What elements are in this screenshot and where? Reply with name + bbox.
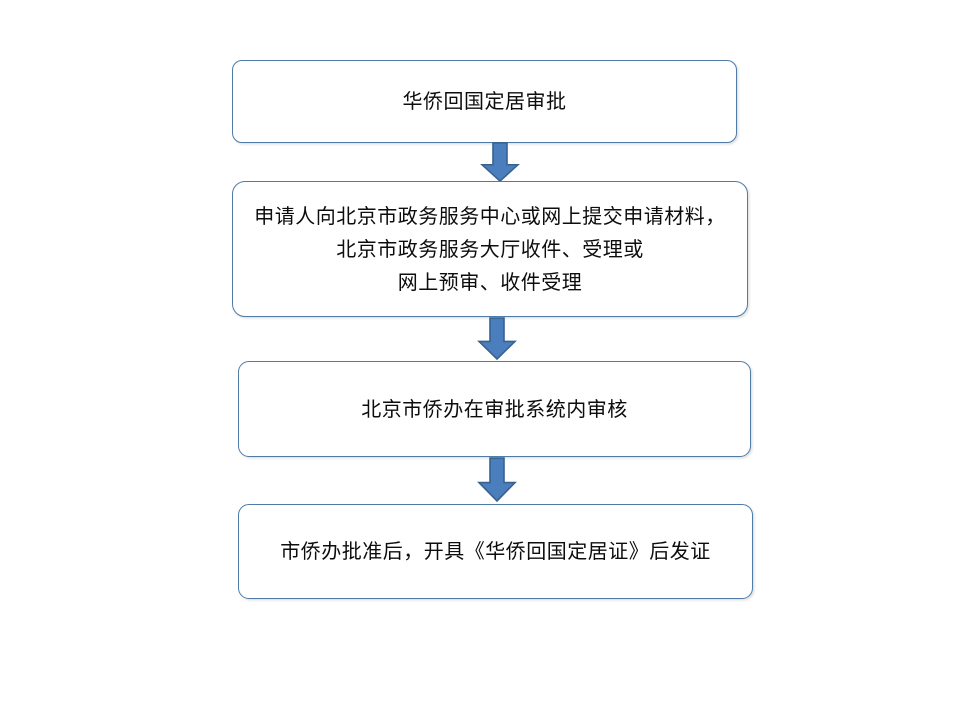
flow-step-title-box: 华侨回国定居审批 [232,60,737,143]
flow-step-issue-box: 市侨办批准后，开具《华侨回国定居证》后发证 [238,504,753,599]
flow-step-text-line: 网上预审、收件受理 [397,269,583,294]
flow-step-text-line: 申请人向北京市政务服务中心或网上提交申请材料， [254,203,726,228]
flow-step-text-line: 北京市政务服务大厅收件、受理或 [336,236,644,261]
down-arrow-icon [477,457,517,502]
flow-step-text: 市侨办批准后，开具《华侨回国定居证》后发证 [280,539,711,563]
down-arrow-icon [480,142,520,182]
flow-step-text: 华侨回国定居审批 [402,89,567,113]
flow-step-submit-box: 申请人向北京市政务服务中心或网上提交申请材料， 北京市政务服务大厅收件、受理或 … [232,181,748,317]
down-arrow-icon [477,317,517,360]
flow-step-review-box: 北京市侨办在审批系统内审核 [238,361,751,457]
flow-step-text: 北京市侨办在审批系统内审核 [361,396,628,421]
